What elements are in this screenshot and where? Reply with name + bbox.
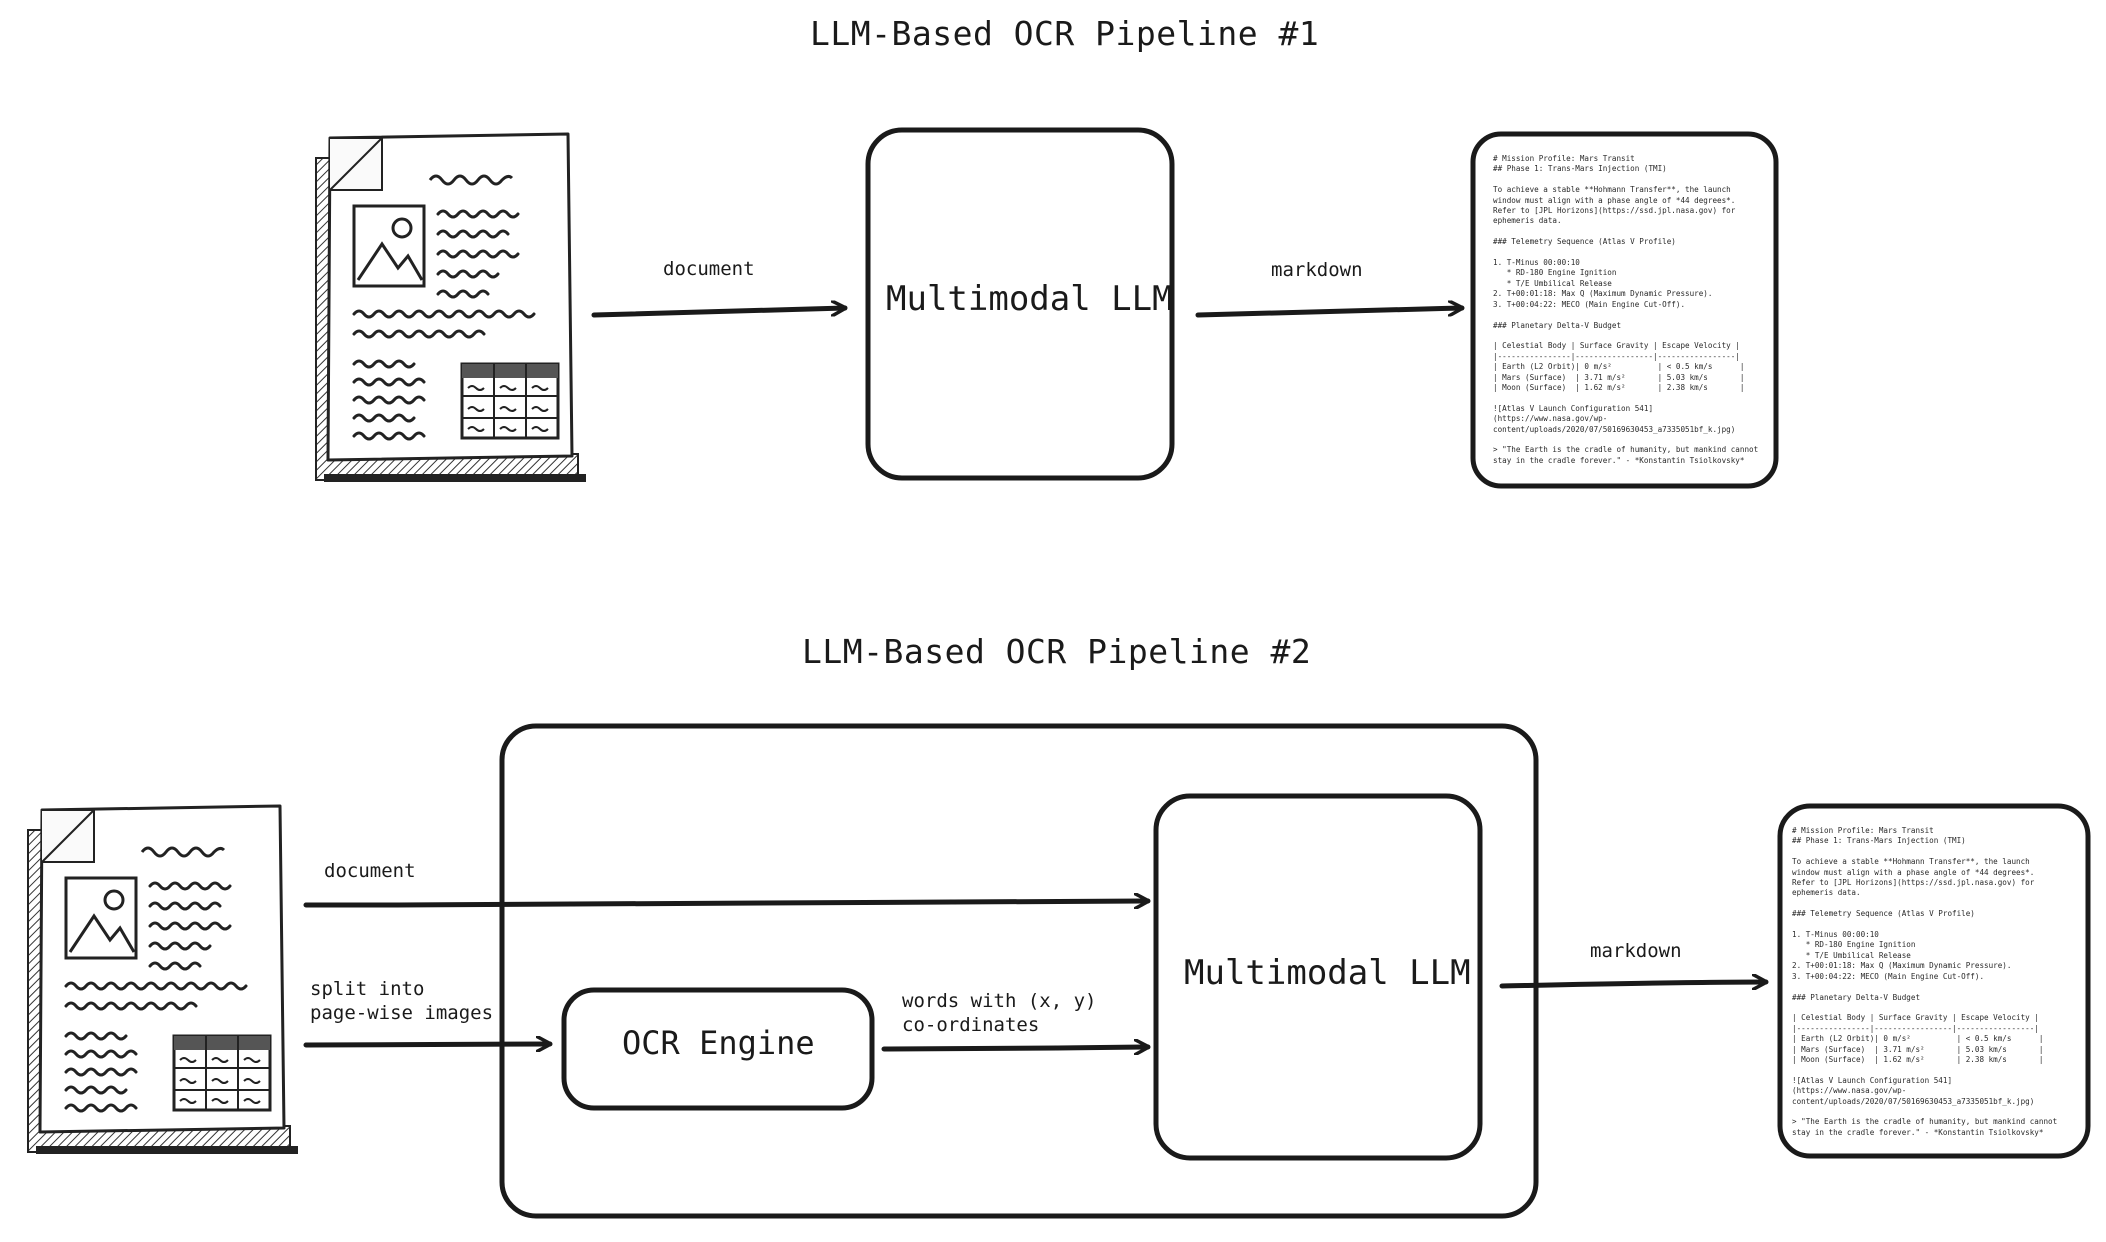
pipeline2-arrow-split <box>303 1044 553 1045</box>
markdown-line: * T/E Umbilical Release <box>1792 950 1911 960</box>
markdown-line: |----------------|-----------------|----… <box>1792 1023 2039 1033</box>
markdown-line: ![Atlas V Launch Configuration 541] <box>1493 403 1654 413</box>
markdown-line <box>1493 310 1765 320</box>
pipeline2-title: LLM-Based OCR Pipeline #2 <box>802 632 1312 671</box>
pipeline2-markdown-text: # Mission Profile: Mars Transit## Phase … <box>1792 826 2078 1146</box>
markdown-line: | Earth (L2 Orbit)| 0 m/s² | < 0.5 km/s … <box>1792 1034 2044 1044</box>
markdown-line: 1. T-Minus 00:00:10 <box>1792 930 1879 940</box>
markdown-line: Refer to [JPL Horizons](https://ssd.jpl.… <box>1792 878 2035 888</box>
pipeline2-markdown-label: markdown <box>1590 940 1682 962</box>
markdown-line <box>1792 847 2078 857</box>
pipeline1-document-label: document <box>663 258 755 280</box>
markdown-line <box>1493 175 1765 185</box>
markdown-line: (https://www.nasa.gov/wp- <box>1493 414 1608 424</box>
markdown-line: 2. T+00:01:18: Max Q (Maximum Dynamic Pr… <box>1792 961 2012 971</box>
markdown-line: ### Planetary Delta-V Budget <box>1493 320 1622 330</box>
markdown-line: |----------------|-----------------|----… <box>1493 351 1740 361</box>
ocr-engine-label: OCR Engine <box>622 1024 815 1062</box>
markdown-line <box>1792 920 2078 930</box>
markdown-line <box>1792 899 2078 909</box>
markdown-line <box>1792 1003 2078 1013</box>
pipeline1-llm-box <box>865 127 1175 481</box>
markdown-line: 2. T+00:01:18: Max Q (Maximum Dynamic Pr… <box>1493 289 1713 299</box>
pipeline1-title: LLM-Based OCR Pipeline #1 <box>810 14 1320 53</box>
markdown-line: | Celestial Body | Surface Gravity | Esc… <box>1792 1013 2039 1023</box>
markdown-line: stay in the cradle forever." - *Konstant… <box>1493 455 1745 465</box>
markdown-line: ### Telemetry Sequence (Atlas V Profile) <box>1792 909 1975 919</box>
markdown-line: * T/E Umbilical Release <box>1493 278 1612 288</box>
markdown-line: (https://www.nasa.gov/wp- <box>1792 1086 1907 1096</box>
markdown-line: ### Telemetry Sequence (Atlas V Profile) <box>1493 237 1676 247</box>
pipeline1-arrow-markdown <box>1195 308 1465 318</box>
markdown-line: To achieve a stable **Hohmann Transfer**… <box>1792 857 2030 867</box>
pipeline2-document-icon <box>26 804 300 1156</box>
pipeline2-llm-label: Multimodal LLM <box>1184 953 1471 993</box>
markdown-line: | Earth (L2 Orbit)| 0 m/s² | < 0.5 km/s … <box>1493 362 1745 372</box>
pipeline2-split-label-line1: split into <box>310 978 425 1000</box>
markdown-line <box>1493 227 1765 237</box>
pipeline2-arrow-markdown <box>1499 982 1769 986</box>
markdown-line: | Moon (Surface) | 1.62 m/s² | 2.38 km/s… <box>1792 1054 2044 1064</box>
markdown-line <box>1493 393 1765 403</box>
markdown-line: | Mars (Surface) | 3.71 m/s² | 5.03 km/s… <box>1792 1044 2044 1054</box>
markdown-line: ### Planetary Delta-V Budget <box>1792 992 1921 1002</box>
pipeline2-split-label-line2: page-wise images <box>310 1002 494 1024</box>
ocr-engine-box <box>561 987 875 1111</box>
markdown-line <box>1792 1065 2078 1075</box>
markdown-line: ## Phase 1: Trans-Mars Injection (TMI) <box>1792 836 1966 846</box>
markdown-line: 1. T-Minus 00:00:10 <box>1493 258 1580 268</box>
markdown-line: ephemeris data. <box>1493 216 1562 226</box>
markdown-line: stay in the cradle forever." - *Konstant… <box>1792 1127 2044 1137</box>
markdown-line: | Celestial Body | Surface Gravity | Esc… <box>1493 341 1740 351</box>
markdown-line: 3. T+00:04:22: MECO (Main Engine Cut-Off… <box>1792 971 1985 981</box>
markdown-line: window must align with a phase angle of … <box>1493 195 1736 205</box>
pipeline2-document-label: document <box>324 860 416 882</box>
markdown-line: # Mission Profile: Mars Transit <box>1792 826 1934 835</box>
markdown-line: * RD-180 Engine Ignition <box>1792 940 1916 950</box>
markdown-line: To achieve a stable **Hohmann Transfer**… <box>1493 185 1731 195</box>
markdown-line <box>1493 435 1765 445</box>
pipeline1-llm-label: Multimodal LLM <box>886 279 1173 319</box>
pipeline1-arrow-document <box>591 308 848 318</box>
markdown-line: # Mission Profile: Mars Transit <box>1493 154 1635 163</box>
pipeline2-words-label-line1: words with (x, y) <box>902 990 1097 1012</box>
pipeline2-llm-box <box>1153 793 1483 1161</box>
pipeline2-arrow-document <box>303 901 1151 905</box>
pipeline1-markdown-card <box>1470 131 1779 489</box>
pipeline2-markdown-card <box>1777 803 2091 1159</box>
markdown-line: > "The Earth is the cradle of humanity, … <box>1792 1117 2058 1127</box>
markdown-line <box>1493 248 1765 258</box>
pipeline2-words-label-line2: co-ordinates <box>902 1014 1040 1036</box>
markdown-line: ## Phase 1: Trans-Mars Injection (TMI) <box>1493 164 1667 174</box>
pipeline1-markdown-text: # Mission Profile: Mars Transit## Phase … <box>1493 154 1765 474</box>
pipeline1-document-icon <box>314 132 588 484</box>
markdown-line: Refer to [JPL Horizons](https://ssd.jpl.… <box>1493 206 1736 216</box>
markdown-line <box>1792 982 2078 992</box>
markdown-line: > "The Earth is the cradle of humanity, … <box>1493 445 1759 455</box>
pipeline1-markdown-label: markdown <box>1271 259 1363 281</box>
markdown-line: content/uploads/2020/07/50169630453_a733… <box>1493 424 1736 434</box>
markdown-line: ![Atlas V Launch Configuration 541] <box>1792 1075 1953 1085</box>
markdown-line: window must align with a phase angle of … <box>1792 867 2035 877</box>
markdown-line <box>1792 1107 2078 1117</box>
markdown-line: 3. T+00:04:22: MECO (Main Engine Cut-Off… <box>1493 299 1686 309</box>
markdown-line <box>1493 331 1765 341</box>
markdown-line: content/uploads/2020/07/50169630453_a733… <box>1792 1096 2035 1106</box>
pipeline2-container <box>499 723 1539 1219</box>
pipeline2-arrow-words <box>881 1047 1151 1049</box>
markdown-line: | Mars (Surface) | 3.71 m/s² | 5.03 km/s… <box>1493 372 1745 382</box>
markdown-line: ephemeris data. <box>1792 888 1861 898</box>
markdown-line: | Moon (Surface) | 1.62 m/s² | 2.38 km/s… <box>1493 382 1745 392</box>
markdown-line: * RD-180 Engine Ignition <box>1493 268 1617 278</box>
